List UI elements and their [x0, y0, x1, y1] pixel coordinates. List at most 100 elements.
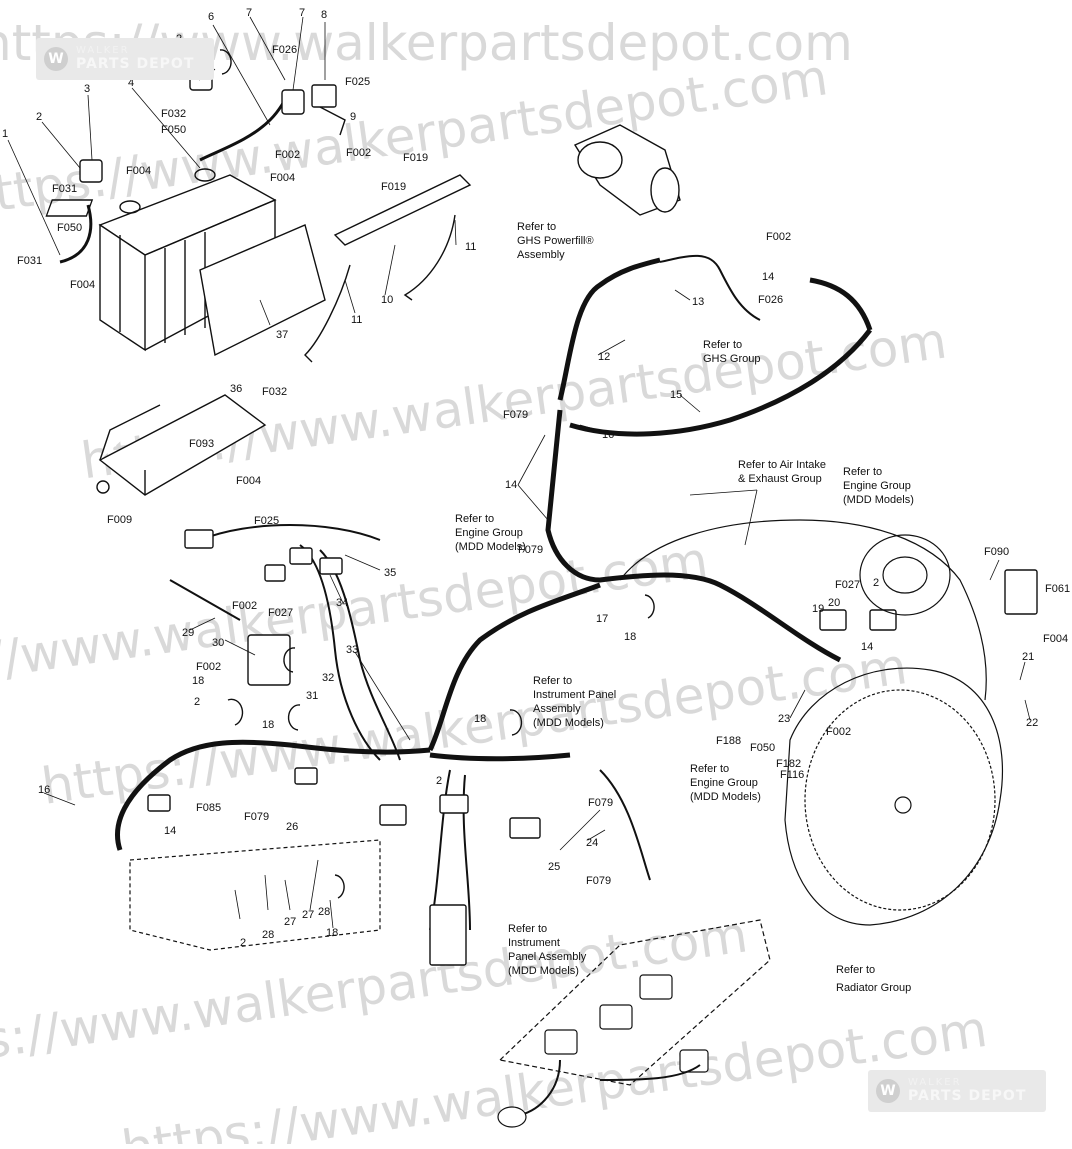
callout-number: 10 [381, 294, 393, 306]
logo-top-text: WALKER [908, 1077, 962, 1089]
fastener-code: F182 [776, 758, 801, 770]
instrument-panel-lower [497, 919, 771, 1128]
ref-engine-group-right: Refer to Engine Group (MDD Models) [843, 466, 914, 506]
fastener-code: F026 [272, 44, 297, 56]
callout-number: 2 [194, 696, 200, 708]
fastener-code: F032 [161, 108, 186, 120]
callout-number: 12 [598, 351, 610, 363]
battery-box-lower [129, 839, 381, 951]
fastener-code: F061 [1045, 583, 1070, 595]
ghs-powerfill-assembly [573, 124, 681, 216]
callout-number: 28 [262, 929, 274, 941]
callout-number: 28 [318, 906, 330, 918]
fastener-code: F090 [984, 546, 1009, 558]
fastener-code: F027 [835, 579, 860, 591]
fastener-code: F004 [270, 172, 295, 184]
walker-parts-depot-logo: W WALKER PARTS DEPOT [868, 1070, 1046, 1112]
fastener-code: F002 [346, 147, 371, 159]
fastener-code: F188 [716, 735, 741, 747]
fastener-code: F004 [1043, 633, 1068, 645]
callout-number: 14 [505, 479, 517, 491]
callout-number: 15 [670, 389, 682, 401]
fastener-code: F002 [232, 600, 257, 612]
callout-number: 35 [384, 567, 396, 579]
starter-relay [281, 84, 346, 136]
callout-number: 7 [246, 7, 252, 19]
logo-top-text: WALKER [76, 45, 130, 57]
fastener-code: F032 [262, 386, 287, 398]
callout-number: 23 [778, 713, 790, 725]
callout-number: 30 [212, 637, 224, 649]
fastener-code: F085 [196, 802, 221, 814]
battery-tray [96, 394, 267, 496]
battery-shield [199, 224, 326, 357]
fastener-code: F025 [254, 515, 279, 527]
callout-number: 8 [321, 9, 327, 21]
callout-number: 27 [284, 916, 296, 928]
callout-number: 17 [596, 613, 608, 625]
callout-number: 33 [346, 644, 358, 656]
battery-hold-down [304, 174, 472, 363]
callout-number: 1 [2, 128, 8, 140]
ref-engine-group-lower: Refer to Engine Group (MDD Models) [690, 763, 761, 803]
callout-number: 37 [276, 329, 288, 341]
callout-number: 18 [326, 927, 338, 939]
walker-parts-depot-logo: W WALKER PARTS DEPOT [36, 38, 214, 80]
callout-number: 2 [36, 111, 42, 123]
fastener-labels: F026 F025 F032 F050 F002 F002 F004 F004 … [17, 44, 1070, 887]
fastener-code: F002 [826, 726, 851, 738]
ref-ghs-powerfill: Refer to GHS Powerfill® Assembly [517, 221, 597, 261]
callout-number: 36 [230, 383, 242, 395]
callout-number: 6 [208, 11, 214, 23]
callout-number: 2 [240, 937, 246, 949]
fastener-code: F079 [586, 875, 611, 887]
callout-number: 11 [465, 241, 476, 253]
callout-number: 25 [548, 861, 560, 873]
fastener-code: F009 [107, 514, 132, 526]
walker-logo-icon: W [44, 47, 68, 71]
fastener-code: F026 [758, 294, 783, 306]
fastener-code: F002 [196, 661, 221, 673]
engine-outline [619, 519, 987, 701]
callout-number: 18 [262, 719, 274, 731]
reference-notes: Refer to GHS Powerfill® Assembly Refer t… [455, 221, 914, 994]
callout-number: 19 [812, 603, 824, 615]
callout-number: 3 [84, 83, 90, 95]
ref-engine-group-center: Refer to Engine Group (MDD Models) [455, 513, 526, 553]
callout-number: 13 [692, 296, 704, 308]
logo-bottom-text: PARTS DEPOT [76, 55, 195, 72]
fastener-code: F079 [518, 544, 543, 556]
callout-number: 7 [299, 7, 305, 19]
fastener-code: F002 [275, 149, 300, 161]
fastener-code: F050 [57, 222, 82, 234]
leader-lines [7, 16, 1031, 929]
callout-number: 16 [38, 784, 50, 796]
callout-number: 21 [1022, 651, 1034, 663]
fastener-code: F031 [52, 183, 77, 195]
callout-number: 14 [861, 641, 873, 653]
logo-bottom-text: PARTS DEPOT [908, 1087, 1027, 1104]
callout-number: 27 [302, 909, 314, 921]
callout-number: 20 [828, 597, 840, 609]
fastener-code: F002 [766, 231, 791, 243]
fastener-code: F025 [345, 76, 370, 88]
fastener-code: F004 [126, 165, 151, 177]
callout-labels: 1 2 3 4 5 2 6 7 7 8 9 10 11 11 37 36 12 … [2, 7, 1038, 949]
ref-instrument-panel-lower: Refer to Instrument Panel Assembly (MDD … [508, 923, 589, 977]
callout-number: 2 [436, 775, 442, 787]
ref-ghs-group: Refer to GHS Group [703, 339, 760, 365]
callout-number: 31 [306, 690, 318, 702]
ref-air-intake: Refer to Air Intake & Exhaust Group [738, 459, 829, 485]
callout-number: 24 [586, 837, 598, 849]
callout-number: 22 [1026, 717, 1038, 729]
callout-number: 4 [128, 77, 134, 89]
fastener-code: F116 [780, 769, 804, 781]
fastener-code: F093 [189, 438, 214, 450]
callout-number: 18 [624, 631, 636, 643]
ref-radiator-group: Refer to Radiator Group [836, 964, 911, 994]
callout-number: 34 [336, 597, 348, 609]
callout-number: 11 [351, 314, 362, 326]
fastener-code: F079 [244, 811, 269, 823]
